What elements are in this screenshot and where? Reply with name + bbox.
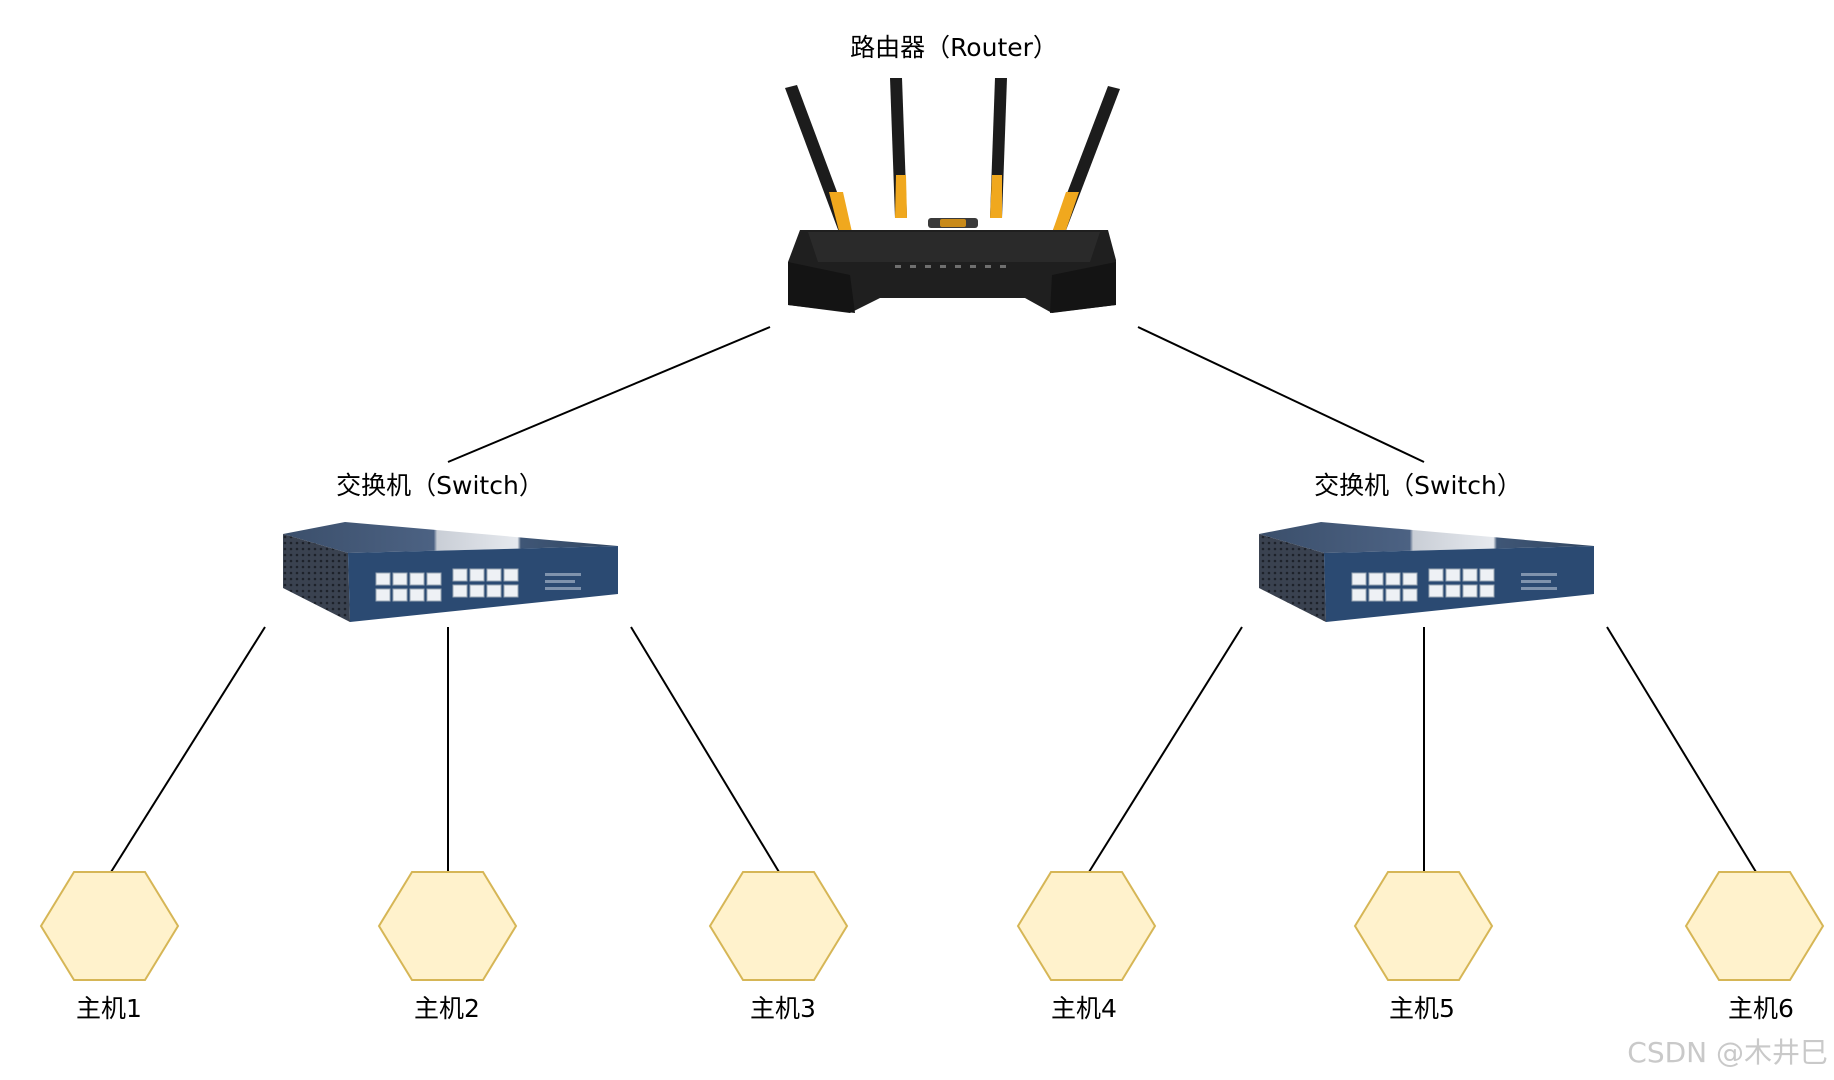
host-2-hexagon bbox=[377, 871, 518, 981]
host-node-1[interactable]: 主机1 bbox=[39, 871, 180, 1023]
host-node-2[interactable]: 主机2 bbox=[377, 871, 518, 1023]
host-node-5[interactable]: 主机5 bbox=[1353, 871, 1494, 1023]
switch-1-label: 交换机（Switch） bbox=[336, 471, 544, 500]
host-node-3[interactable]: 主机3 bbox=[708, 871, 849, 1023]
connections bbox=[110, 326, 1757, 873]
host-5-label: 主机5 bbox=[1389, 994, 1455, 1023]
watermark-text: CSDN @木井巳 bbox=[1627, 1036, 1828, 1069]
host-node-4[interactable]: 主机4 bbox=[1016, 871, 1157, 1023]
switch-1-icon bbox=[283, 522, 618, 622]
switch-2-icon bbox=[1259, 522, 1594, 622]
host-3-hexagon bbox=[708, 871, 849, 981]
host-4-label: 主机4 bbox=[1051, 994, 1117, 1023]
edge-switch-2-host-6 bbox=[1606, 626, 1757, 873]
edge-router-switch-2 bbox=[1137, 326, 1425, 463]
router-icon bbox=[785, 78, 1120, 313]
host-2-label: 主机2 bbox=[414, 994, 480, 1023]
router-node[interactable]: 路由器（Router） bbox=[785, 33, 1120, 313]
host-4-hexagon bbox=[1016, 871, 1157, 981]
edge-router-switch-1 bbox=[447, 326, 771, 463]
switch-node-1[interactable]: 交换机（Switch） bbox=[283, 471, 618, 622]
switch-node-2[interactable]: 交换机（Switch） bbox=[1259, 471, 1594, 622]
host-1-label: 主机1 bbox=[76, 994, 142, 1023]
router-label: 路由器（Router） bbox=[850, 33, 1058, 62]
host-6-label: 主机6 bbox=[1728, 994, 1794, 1023]
host-3-label: 主机3 bbox=[750, 994, 816, 1023]
host-6-hexagon bbox=[1684, 871, 1825, 981]
host-node-6[interactable]: 主机6 bbox=[1684, 871, 1825, 1023]
host-1-hexagon bbox=[39, 871, 180, 981]
switch-2-label: 交换机（Switch） bbox=[1314, 471, 1522, 500]
edge-switch-2-host-4 bbox=[1088, 626, 1243, 873]
host-5-hexagon bbox=[1353, 871, 1494, 981]
edge-switch-1-host-3 bbox=[630, 626, 780, 873]
edge-switch-1-host-1 bbox=[110, 626, 266, 873]
